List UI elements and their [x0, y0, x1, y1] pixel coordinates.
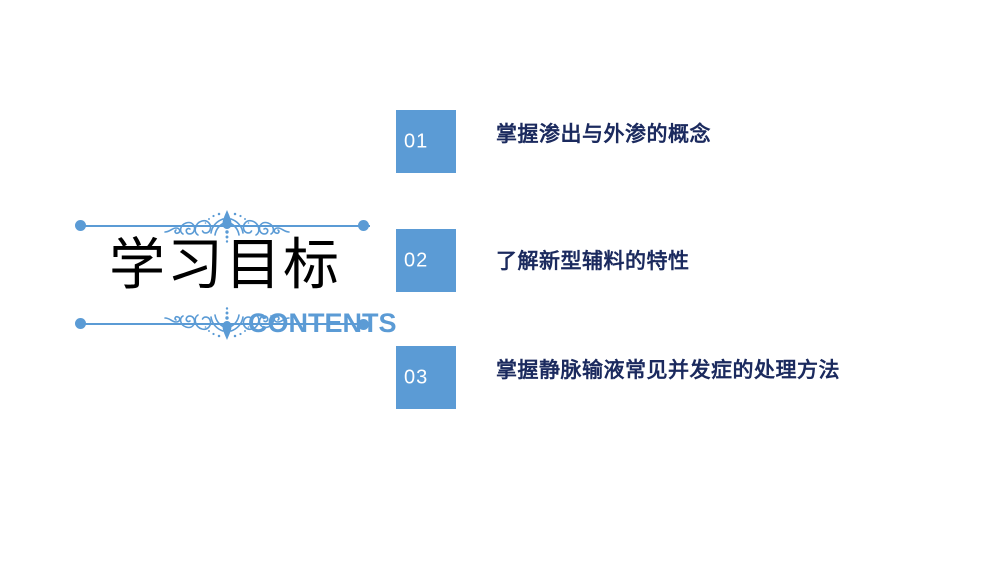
list-item-number-badge: 01: [396, 110, 456, 173]
list-item: 02 了解新型辅料的特性: [396, 229, 956, 292]
bottom-left-dot: [75, 318, 86, 329]
list-item: 03 掌握静脉输液常见并发症的处理方法: [396, 346, 956, 409]
flourish-ornament-icon: [163, 203, 291, 247]
list-item-label: 掌握静脉输液常见并发症的处理方法: [496, 358, 840, 382]
page-title: 学习目标: [109, 233, 341, 296]
list-item-number-badge: 03: [396, 346, 456, 409]
list-item-number: 03: [404, 366, 429, 388]
list-item: 01 掌握渗出与外渗的概念: [396, 110, 956, 173]
bottom-divider-line: [80, 323, 370, 325]
title-block: 学习目标: [60, 185, 397, 350]
list-item-number-badge: 02: [396, 229, 456, 292]
list-item-number: 02: [404, 249, 429, 271]
top-right-dot: [358, 220, 369, 231]
list-item-label: 了解新型辅料的特性: [496, 249, 690, 273]
objectives-list: 01 掌握渗出与外渗的概念 02 了解新型辅料的特性 03 掌握静脉输液常见并发…: [396, 110, 956, 409]
list-item-number: 01: [404, 130, 429, 152]
bottom-right-dot: [358, 319, 369, 330]
top-left-dot: [75, 220, 86, 231]
list-item-label: 掌握渗出与外渗的概念: [496, 122, 711, 146]
subtitle-contents: CONTENTS: [248, 308, 397, 338]
